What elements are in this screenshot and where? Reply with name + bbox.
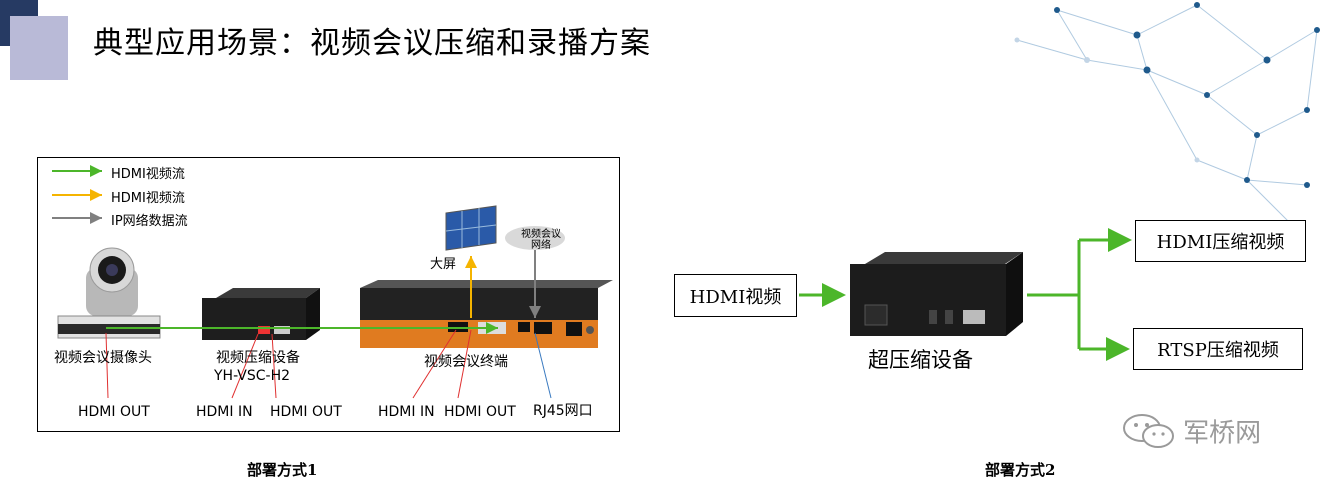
watermark-text: 军桥网 (1183, 418, 1262, 449)
title-accent-light (10, 16, 68, 80)
watermark: 军桥网 (1120, 412, 1261, 450)
port-label-compressor-hdmi-out: HDMI OUT (270, 404, 342, 420)
port-pointer-lines (105, 329, 472, 399)
super-compressor-device (850, 252, 1023, 336)
legend-label-hdmi-yellow: HDMI视频流 (111, 191, 185, 206)
scheme1-caption: 部署方式1 (247, 461, 318, 479)
port-label-camera-hdmi-out: HDMI OUT (78, 404, 150, 420)
legend-label-hdmi-green: HDMI视频流 (111, 167, 185, 182)
super-compressor-label: 超压缩设备 (868, 348, 973, 372)
terminal-label: 视频会议终端 (424, 354, 508, 370)
port-label-terminal-hdmi-out: HDMI OUT (444, 404, 516, 420)
conference-terminal-device (360, 280, 613, 348)
port-label-compressor-hdmi-in: HDMI IN (196, 404, 253, 420)
output-rtsp-box: RTSP压缩视频 (1133, 328, 1303, 370)
port-label-terminal-hdmi-in: HDMI IN (378, 404, 435, 420)
output-hdmi-box: HDMI压缩视频 (1135, 220, 1306, 262)
scheme2-flow-arrows (799, 228, 1132, 361)
compressor-device (202, 288, 320, 340)
screen-label: 大屏 (430, 257, 457, 272)
port-label-rj45: RJ45网口 (533, 403, 593, 419)
compressor-label: 视频压缩设备 (216, 350, 300, 366)
page-title: 典型应用场景：视频会议压缩和录播方案 (93, 26, 651, 61)
network-background-decoration (1014, 2, 1320, 233)
camera-label: 视频会议摄像头 (54, 350, 152, 366)
compressor-model: YH-VSC-H2 (214, 368, 291, 384)
camera-device (57, 247, 161, 339)
network-label-line1: 视频会议 (521, 229, 561, 240)
input-hdmi-box: HDMI视频 (674, 274, 797, 317)
rj45-pointer-line (534, 332, 552, 399)
network-label-line2: 网络 (531, 240, 551, 251)
scheme2-caption: 部署方式2 (985, 461, 1056, 479)
wechat-icon (1123, 414, 1174, 448)
scheme1-diagram-frame (37, 157, 620, 432)
legend-arrows (52, 165, 102, 224)
scheme1-equipment-illustration (57, 205, 613, 399)
network-cloud-icon (505, 226, 565, 250)
legend-label-ip: IP网络数据流 (111, 214, 188, 229)
video-wall-screen (445, 205, 497, 251)
network-cloud-label: 视频会议 网络 (519, 229, 563, 251)
